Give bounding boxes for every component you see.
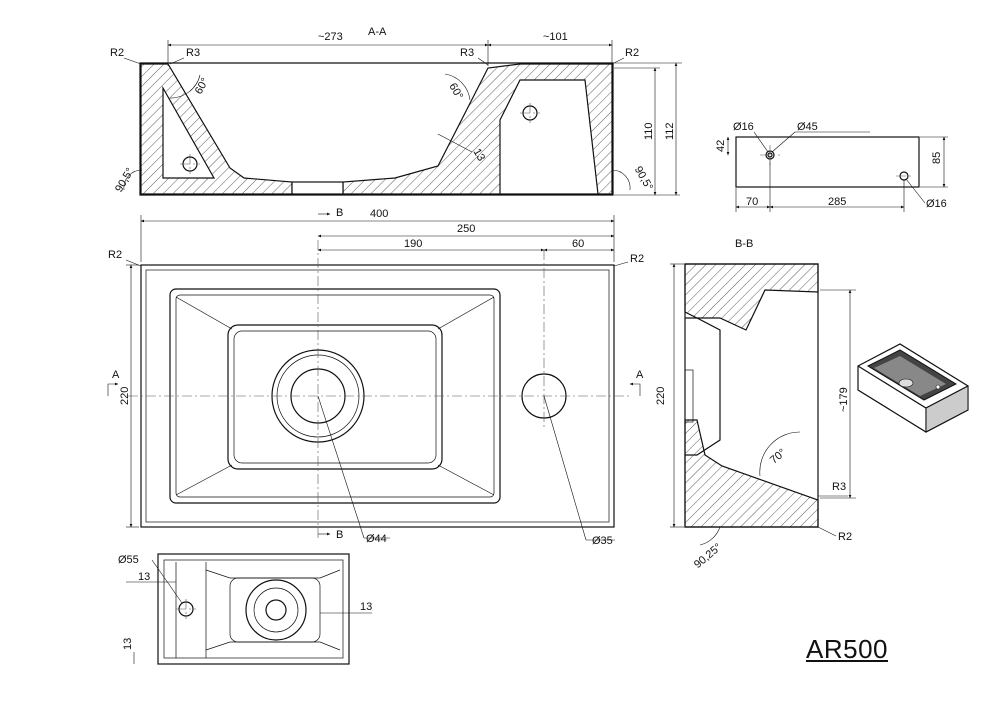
bb-height-220: 220 [655, 387, 667, 405]
back-width-285: 285 [828, 196, 846, 208]
back-height-85: 85 [931, 152, 943, 164]
bottom-dim-13-c: 13 [122, 638, 134, 650]
model-title: AR500 [806, 634, 888, 664]
section-aa-outline [139, 62, 614, 196]
aa-top-left-dim: ~273 [318, 31, 343, 43]
back-height-42: 42 [715, 140, 727, 152]
plan-section-a-left: A [112, 369, 120, 381]
bb-angle-arc [759, 431, 801, 477]
plan-radius-right: R2 [630, 253, 644, 265]
plan-dim-190: 190 [404, 238, 422, 250]
isometric-view [857, 343, 969, 433]
plan-width-400: 400 [370, 208, 388, 220]
plan-bowl-inner [227, 324, 443, 470]
plan-drain-44-label: Ø44 [366, 533, 387, 545]
section-aa-tap-block [499, 79, 599, 195]
aa-radius-right: R2 [625, 47, 639, 59]
section-aa-drain-gap [291, 181, 344, 195]
aa-angle-arc-bl [123, 169, 143, 191]
plan-depth-220: 220 [119, 387, 131, 405]
plan-section-b-bottom: B [336, 529, 343, 541]
aa-radius-r3-left: R3 [186, 47, 200, 59]
back-hole-16-right-label: Ø16 [926, 198, 947, 210]
back-hole-45-label: Ø45 [797, 121, 818, 133]
aa-angle-905-left: 90,5° [113, 166, 136, 194]
aa-thickness-13: 13 [471, 147, 488, 164]
back-hole-16-label: Ø16 [733, 121, 754, 133]
aa-angle-arc-right [444, 73, 471, 101]
bb-radius-r2: R2 [838, 531, 852, 543]
aa-height-110: 110 [643, 122, 655, 140]
bottom-hole-55-label: Ø55 [118, 554, 139, 566]
aa-angle-arc-br [611, 169, 631, 191]
section-aa-view: A-A ~273 ~101 R2 R3 R3 R2 [110, 26, 682, 196]
aa-radius-r3-right: R3 [460, 47, 474, 59]
section-bb-top-wall [684, 263, 819, 331]
bottom-drain-outer [245, 579, 307, 641]
bb-radius-r3: R3 [832, 481, 846, 493]
section-aa-label: A-A [368, 26, 387, 38]
bottom-view-outline [157, 553, 350, 665]
back-width-70: 70 [746, 196, 758, 208]
back-view-outline [735, 136, 920, 188]
back-view: Ø16 Ø45 42 85 70 285 Ø16 [715, 121, 948, 212]
section-bb-label: B-B [735, 238, 753, 250]
bb-angle-9025: 90,25° [692, 541, 724, 571]
aa-angle-60-right: 60° [446, 81, 465, 101]
bottom-view: Ø55 13 13 13 [118, 553, 372, 665]
bottom-dim-13-a: 13 [138, 571, 150, 583]
aa-angle-905-right: 90,5° [632, 164, 655, 192]
aa-angle-60-left: 60° [193, 76, 212, 96]
aa-angle-arc-left [169, 74, 201, 99]
plan-radius-left: R2 [108, 249, 122, 261]
plan-section-b-top: B [336, 207, 343, 219]
section-bb-view: B-B 220 ~179 70° R3 R2 90,25° [655, 238, 856, 571]
plan-tap-35-label: Ø35 [592, 535, 613, 547]
aa-top-right-dim: ~101 [543, 31, 568, 43]
plan-section-a-right: A [636, 369, 644, 381]
plan-view: 400 250 190 60 R2 R2 220 A A B B Ø44 Ø35 [107, 207, 644, 547]
plan-dim-60: 60 [572, 238, 584, 250]
bb-depth-179: ~179 [838, 387, 850, 412]
bottom-drain-inner [265, 599, 287, 621]
bb-angle-70: 70° [768, 447, 788, 467]
aa-radius-left: R2 [110, 47, 124, 59]
plan-dim-250: 250 [457, 223, 475, 235]
aa-height-112: 112 [664, 122, 676, 140]
section-bb-bottom-wall [684, 419, 819, 528]
bottom-dim-13-b: 13 [360, 601, 372, 613]
section-aa-left-cavity [162, 85, 216, 179]
